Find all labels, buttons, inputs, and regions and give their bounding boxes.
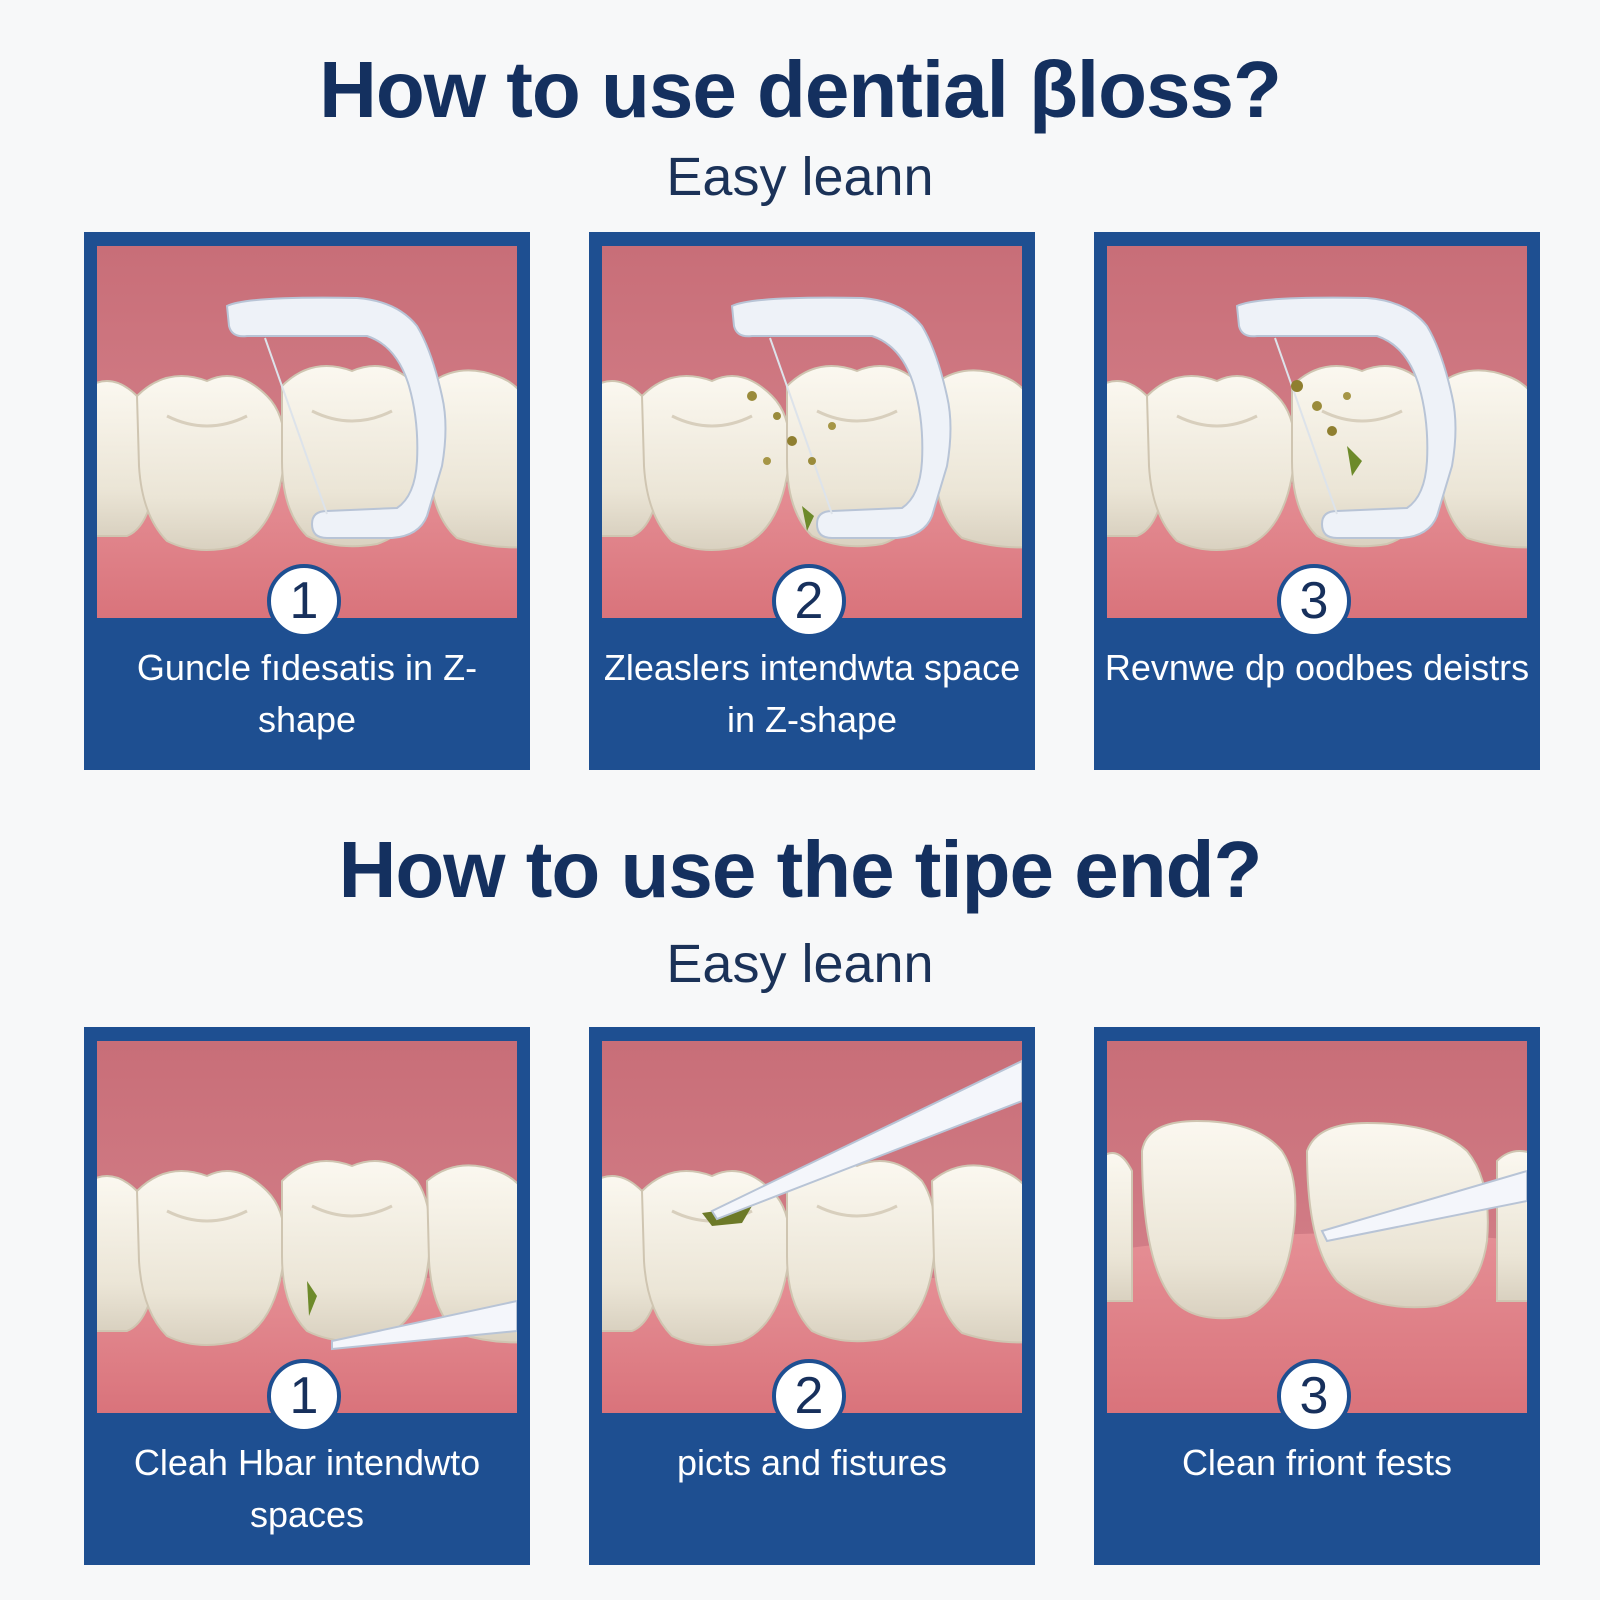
step-caption: picts and fistures	[676, 1442, 948, 1483]
section-2-subtitle: Easy leann	[666, 934, 934, 994]
tip-step-1-illustration	[97, 1041, 517, 1413]
floss-step-2-card: 2 Zleaslers intendwta space in Z-shape	[589, 232, 1035, 770]
step-number-badge: 2	[772, 564, 846, 638]
step-number-badge: 3	[1277, 564, 1351, 638]
floss-step-2-illustration	[602, 246, 1022, 618]
tip-step-1-card: 1 Cleah Hbar intendwto spaces	[84, 1027, 530, 1565]
floss-step-1-card: 1 Guncle fıdesatis in Z-shape	[84, 232, 530, 770]
floss-step-3-illustration	[1107, 246, 1527, 618]
section-1-title: How to use dential βloss?	[319, 45, 1282, 134]
floss-step-3-card: 3 Revnwe dp oodbes deistrs	[1094, 232, 1540, 770]
step-caption: Guncle fıdesatis in Z-shape	[136, 647, 478, 740]
section-1-subtitle: Easy leann	[666, 147, 934, 207]
tip-step-2-illustration	[602, 1041, 1022, 1413]
floss-step-1-illustration	[97, 246, 517, 618]
step-caption: Cleah Hbar intendwto spaces	[133, 1442, 481, 1535]
step-caption: Zleaslers intendwta space in Z-shape	[603, 647, 1021, 740]
step-number-badge: 1	[267, 1359, 341, 1433]
step-number-badge: 3	[1277, 1359, 1351, 1433]
tip-step-2-card: 2 picts and fistures	[589, 1027, 1035, 1565]
tip-step-3-illustration	[1107, 1041, 1527, 1413]
step-caption: Clean friont fests	[1181, 1442, 1453, 1483]
step-caption: Revnwe dp oodbes deistrs	[1104, 647, 1530, 688]
section-2-title: How to use the tipe end?	[338, 825, 1263, 914]
tip-step-3-card: 3 Clean friont fests	[1094, 1027, 1540, 1565]
step-number-badge: 2	[772, 1359, 846, 1433]
step-number-badge: 1	[267, 564, 341, 638]
